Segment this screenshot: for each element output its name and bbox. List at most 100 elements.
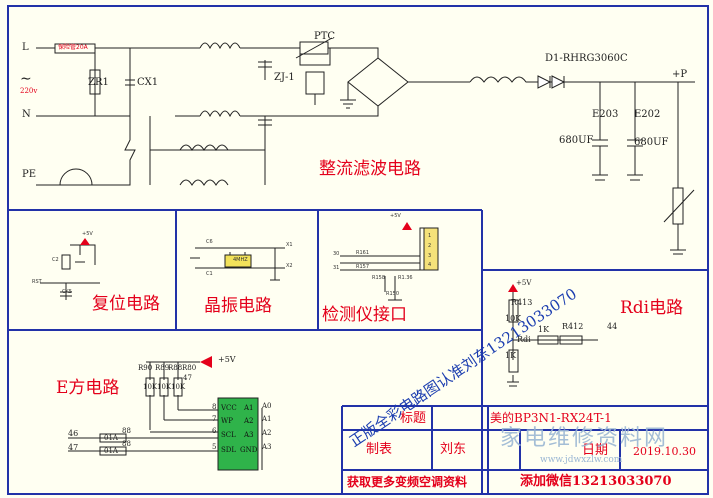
capacitor-e202 (627, 82, 643, 181)
drawn-value: 刘东 (440, 442, 467, 457)
label-e203-value: 680UF (559, 135, 594, 146)
interface-pin-2: 2 (428, 243, 432, 249)
label-plus-p: +P (672, 69, 688, 80)
eeprom-pin-8: 8 (212, 403, 217, 411)
section-reset: 复位电路 (92, 294, 160, 314)
ptc-slash (295, 37, 333, 59)
label-fuse: 保险管20A (58, 44, 88, 51)
eeprom-r80: R80 (182, 364, 197, 372)
eeprom-r88: R88 (168, 364, 183, 372)
bleed-resistor (672, 187, 684, 225)
capacitor-cx1 (125, 79, 135, 86)
diode-d1 (537, 75, 566, 89)
chip-pin-wp: WP (221, 417, 233, 425)
resistor-46 (99, 433, 127, 443)
ac-source-icon: ∼ (20, 71, 32, 87)
supply-arrow-interface (402, 222, 412, 230)
capacitor-e203 (592, 82, 608, 181)
section-rdi: Rdi电路 (620, 298, 684, 318)
eeprom-right-a3: A3 (262, 443, 272, 451)
wire-reset2 (40, 282, 100, 300)
resistor-47 (99, 446, 127, 456)
eeprom-r-val-4: 47 (183, 374, 192, 382)
crystal-c1: C6 (206, 239, 213, 245)
eeprom-net-47: 47 (68, 443, 79, 452)
label-n: N (22, 109, 31, 120)
bridge-rectifier (347, 57, 409, 107)
chip-pin-a1: A1 (244, 404, 254, 412)
inductor-n1 (199, 110, 241, 118)
drawn-label: 制表 (366, 442, 393, 457)
interface-n2: 31 (333, 265, 340, 271)
eeprom-r-val-1: 10K (143, 383, 158, 391)
label-pe: PE (22, 169, 37, 180)
eeprom-supply: +5V (218, 355, 236, 364)
wire-y (60, 116, 136, 186)
interface-r4: R150 (386, 291, 400, 297)
eeprom-pin-5: 5 (212, 443, 217, 451)
title-value: 美的BP3N1-RX24T-1 (490, 411, 612, 425)
inductor-n2 (179, 144, 229, 151)
label-voltage: 220v (20, 87, 38, 95)
interface-r3: R158 (372, 275, 386, 281)
rdi-value: 1K (505, 351, 517, 360)
reset-label3: RST (32, 279, 42, 285)
chip-pin-sdl: SDL (221, 446, 237, 454)
label-e202-value: 680UF (634, 137, 669, 148)
section-dividers (8, 209, 708, 494)
label-e203: E203 (592, 109, 619, 120)
chip-pin-a3: A3 (244, 431, 254, 439)
supply-arrow-reset (80, 238, 90, 245)
interface-supply: +5V (390, 213, 401, 219)
chip-pin-vcc: VCC (221, 404, 237, 412)
reset-label2: CK5 (62, 289, 72, 295)
reset-supply: +5V (82, 231, 93, 237)
wechat-contact: 添加微信13213033070 (520, 474, 672, 489)
resistor-1k (537, 335, 559, 345)
title-block-grid (341, 406, 708, 494)
label-l: L (22, 42, 29, 53)
chip-pin-gnd: GND (240, 446, 258, 454)
wire-interface (340, 255, 420, 301)
crystal-part-label: 4MHZ (233, 257, 248, 263)
bleed-slash (663, 189, 695, 223)
eeprom-right-a2: A2 (262, 429, 272, 437)
interface-connector-fill (423, 227, 439, 271)
more-info: 获取更多变频空调资料 (347, 475, 468, 489)
resistor-r88 (159, 377, 169, 397)
inductor-n3 (179, 179, 229, 186)
label-d1: D1-RHRG3060C (545, 53, 628, 64)
resistor-r89 (145, 377, 155, 397)
wire-bridge (340, 81, 445, 109)
rdi-r413: R413 (511, 298, 533, 307)
eeprom-r-val-3: 10K (171, 383, 186, 391)
inductor-pfc (469, 76, 535, 83)
relay-zj1 (305, 71, 325, 95)
resistor-r412 (559, 335, 583, 345)
interface-n3: R1.36 (398, 275, 413, 281)
section-interface: 检测仪接口 (322, 305, 407, 325)
interface-r2: R157 (356, 264, 370, 270)
interface-n1: 30 (333, 251, 340, 257)
wire-relay (299, 48, 331, 105)
wire-x (94, 48, 131, 116)
eeprom-net-46: 46 (68, 429, 79, 438)
outer-frame (7, 5, 709, 495)
site-logo-watermark: 家电维修资料网 (500, 426, 669, 451)
interface-pin-1: 1 (428, 233, 432, 239)
crystal-x2: X2 (286, 263, 293, 269)
eeprom-r-val-2: 10K (157, 383, 172, 391)
resistor-rdi (508, 349, 519, 373)
section-crystal: 晶振电路 (204, 296, 272, 316)
eeprom-chip (217, 397, 259, 471)
crystal-part (224, 254, 252, 268)
eeprom-r89: R89 (155, 364, 170, 372)
capacitor-x2 (258, 60, 272, 126)
eeprom-pin-6: 6 (212, 427, 217, 435)
rdi-label: Rdi (517, 335, 531, 344)
supply-arrow-eeprom (200, 356, 212, 368)
reset-resistor (61, 254, 71, 270)
varistor-zr1 (89, 69, 101, 95)
